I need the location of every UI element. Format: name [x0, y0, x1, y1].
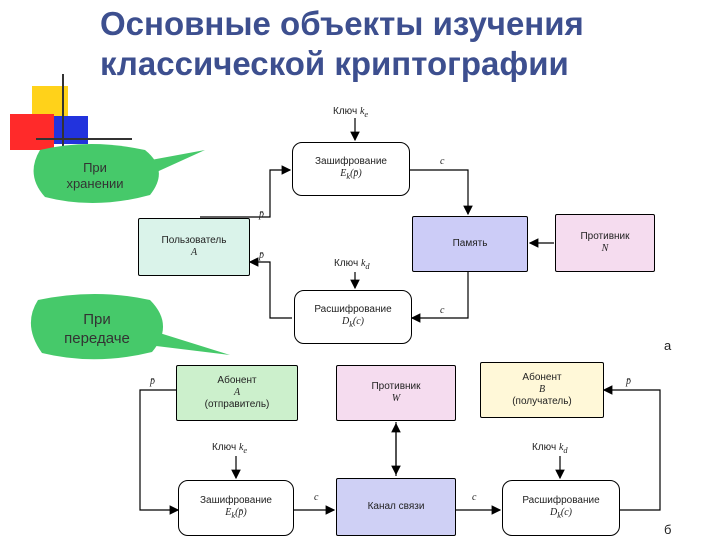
encrypt-box-b: Зашифрование Ek(p̄) [178, 480, 294, 536]
title-line-1: Основные объекты изучения [100, 5, 584, 42]
bubble-storage-shape [33, 144, 159, 204]
key-encrypt-label-a: Ключ ke [333, 106, 368, 119]
user-a-line1: Пользователь [161, 235, 227, 246]
encrypt-a-func: E [340, 167, 347, 179]
p-label-a-top: p̄ [259, 209, 264, 220]
abonent-a-line2: A [233, 387, 241, 398]
key-encrypt-b-var: k [238, 442, 244, 453]
abonent-a-line1: Абонент [217, 375, 257, 386]
abonent-a-line3: (отправитель) [204, 399, 270, 410]
key-decrypt-a-text: Ключ [334, 258, 359, 269]
key-decrypt-label-a: Ключ kd [334, 258, 370, 271]
c-label-a-bottom: c [440, 305, 445, 316]
abonent-b-line1: Абонент [522, 372, 562, 383]
memory-box: Память [412, 216, 528, 272]
user-a-line2: A [190, 247, 198, 258]
encrypt-b-arg: (p̄) [235, 506, 247, 518]
abonent-b-box: Абонент B (получатель) [480, 362, 604, 418]
title-line-2: классической криптографии [100, 45, 569, 82]
decor-vertical-line [62, 74, 64, 164]
decrypt-b-sub: k [557, 510, 561, 520]
key-encrypt-b-sub: e [243, 446, 248, 455]
user-box-a: Пользователь A [138, 218, 250, 276]
p-label-b-right: p̄ [626, 376, 631, 387]
decrypt-a-line1: Расшифрование [314, 303, 392, 315]
c-label-b-right: c [472, 492, 477, 503]
bubble-transmission-line2: передаче [64, 330, 130, 347]
adversary-box-a: Противник N [555, 214, 655, 272]
bubble-storage-line1: При [83, 160, 107, 175]
encrypt-b-func: E [225, 506, 232, 518]
key-encrypt-a-text: Ключ [333, 106, 358, 117]
encrypt-b-sub: k [231, 510, 236, 520]
bubble-transmission-text: При передаче [38, 310, 156, 348]
key-decrypt-b-var: k [558, 442, 564, 453]
adversary-b-line2: W [391, 393, 401, 404]
bubble-storage-tail [140, 150, 205, 175]
abonent-b-line2: B [538, 384, 546, 395]
key-decrypt-b-text: Ключ [532, 442, 557, 453]
decrypt-a-sub: k [349, 319, 353, 329]
memory-label: Память [452, 238, 488, 249]
bubble-storage-line2: хранении [66, 176, 124, 191]
key-decrypt-a-sub: d [365, 262, 370, 271]
c-label-b-left: c [314, 492, 319, 503]
encrypt-a-sub: k [346, 171, 351, 181]
decrypt-b-func: D [549, 506, 558, 518]
p-label-b-left: p̄ [150, 376, 155, 387]
bubble-transmission-shape [30, 294, 164, 360]
decrypt-a-arg: (c) [352, 315, 365, 327]
channel-label: Канал связи [367, 501, 425, 512]
key-decrypt-label-b: Ключ kd [532, 442, 568, 455]
decrypt-b-arg: (c) [560, 506, 573, 518]
decrypt-a-func: D [341, 315, 350, 327]
adversary-a-line1: Противник [580, 231, 630, 242]
abonent-b-line3: (получатель) [512, 396, 572, 407]
key-encrypt-label-b: Ключ ke [212, 442, 247, 455]
p-label-a-bottom: p̄ [259, 250, 264, 261]
caption-b: б [664, 522, 672, 537]
decrypt-box-a: Расшифрование Dk(c) [294, 290, 412, 344]
bubble-transmission-line1: При [83, 311, 111, 328]
decrypt-b-line1: Расшифрование [522, 494, 600, 506]
key-encrypt-a-var: k [359, 106, 365, 117]
decor-horizontal-line [36, 138, 132, 140]
bubble-storage-text: При хранении [40, 160, 150, 192]
encrypt-b-line1: Зашифрование [200, 494, 272, 506]
key-encrypt-a-sub: e [364, 110, 369, 119]
encrypt-a-line1: Зашифрование [315, 155, 387, 167]
channel-box: Канал связи [336, 478, 456, 536]
abonent-a-box: Абонент A (отправитель) [176, 365, 298, 421]
decrypt-box-b: Расшифрование Dk(c) [502, 480, 620, 536]
adversary-a-line2: N [601, 243, 609, 254]
key-decrypt-b-sub: d [563, 446, 568, 455]
page-title: Основные объекты изучения классической к… [100, 4, 700, 84]
caption-a: а [664, 338, 672, 353]
c-label-a-right: c [440, 156, 445, 167]
encrypt-box-a: Зашифрование Ek(p̄) [292, 142, 410, 196]
encrypt-a-arg: (p̄) [350, 167, 362, 179]
adversary-b-line1: Противник [371, 381, 421, 392]
decor-red-square [10, 114, 54, 150]
bubble-transmission-tail [148, 330, 230, 355]
adversary-box-b: Противник W [336, 365, 456, 421]
key-encrypt-b-text: Ключ [212, 442, 237, 453]
key-decrypt-a-var: k [360, 258, 366, 269]
